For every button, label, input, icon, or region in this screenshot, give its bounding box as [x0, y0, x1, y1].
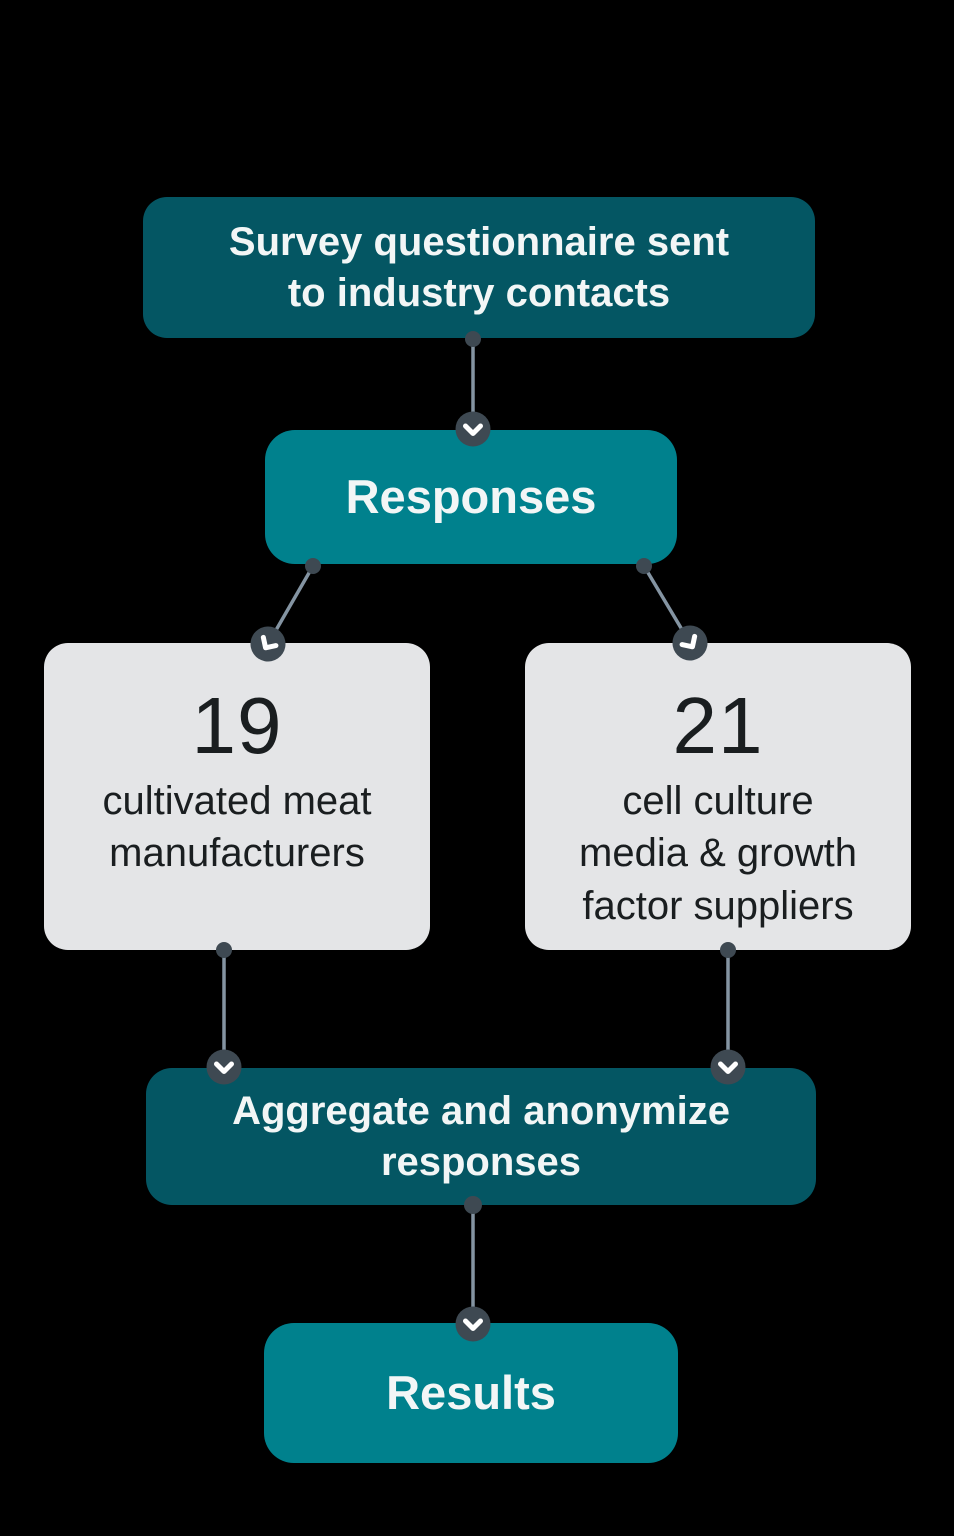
flow-node-manufacturers: 19 cultivated meat manufacturers — [44, 643, 430, 950]
suppliers-count: 21 — [672, 681, 764, 770]
responses-node-label: Responses — [345, 469, 597, 523]
flow-node-responses: Responses — [265, 430, 677, 564]
connector-aggregate-to-results — [455, 1196, 491, 1342]
aggregate-node-label: Aggregate and anonymize responses — [232, 1088, 730, 1184]
manufacturers-count: 19 — [191, 681, 283, 770]
connector-suppliers-to-aggregate — [710, 942, 746, 1085]
connector-line — [266, 565, 315, 645]
flow-node-suppliers: 21 cell culture media & growth factor su… — [525, 643, 911, 950]
results-node-label: Results — [386, 1365, 556, 1419]
flow-node-results: Results — [264, 1323, 678, 1463]
connector-manufacturers-to-aggregate — [206, 942, 242, 1085]
flow-node-aggregate: Aggregate and anonymize responses — [146, 1068, 816, 1205]
suppliers-label: cell culture media & growth factor suppl… — [579, 778, 857, 929]
manufacturers-label: cultivated meat manufacturers — [102, 778, 372, 876]
flow-node-survey: Survey questionnaire sent to industry co… — [143, 197, 815, 338]
survey-node-label: Survey questionnaire sent to industry co… — [228, 219, 730, 315]
connector-line — [642, 565, 692, 644]
